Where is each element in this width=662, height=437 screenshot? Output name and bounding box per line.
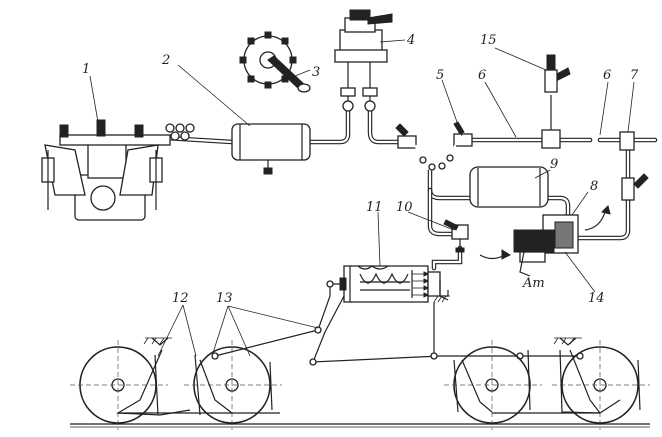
label-2: 2 xyxy=(161,53,170,68)
wheelset-right-2 xyxy=(552,340,650,430)
label-5: 5 xyxy=(436,68,444,83)
label-10: 10 xyxy=(396,200,413,215)
coupling-hose xyxy=(395,121,473,172)
end-valve xyxy=(619,131,649,201)
main-reservoir xyxy=(231,123,311,175)
label-6b: 6 xyxy=(603,68,611,83)
label-12: 12 xyxy=(172,291,189,306)
label-13: 13 xyxy=(216,291,233,306)
emergency-valve xyxy=(541,54,571,149)
wheelset-right-1 xyxy=(444,340,542,430)
brake-shoes xyxy=(115,337,641,416)
main-pipeline xyxy=(147,107,658,271)
label-9: 9 xyxy=(550,157,558,172)
auxiliary-reservoir xyxy=(469,166,549,208)
label-8: 8 xyxy=(590,179,598,194)
brake-cylinder xyxy=(339,265,441,303)
rail xyxy=(70,423,650,428)
driver-valve-handle xyxy=(239,31,311,93)
wheelset-left-2 xyxy=(184,340,282,430)
disconnect-valve xyxy=(443,219,469,253)
label-11: 11 xyxy=(366,200,383,215)
label-15: 15 xyxy=(480,33,497,48)
wheelset-left-1 xyxy=(70,340,168,430)
label-1: 1 xyxy=(82,62,90,77)
compressor xyxy=(41,119,195,221)
air-distributor xyxy=(479,205,611,277)
label-3: 3 xyxy=(312,65,320,80)
label-atm: Am xyxy=(522,276,545,291)
drivers-valve xyxy=(334,9,393,112)
label-14: 14 xyxy=(588,291,605,306)
label-6a: 6 xyxy=(478,68,486,83)
leader-lines xyxy=(89,39,635,357)
labels: 1 2 3 4 5 6 6 7 8 9 10 11 12 13 14 15 Am xyxy=(82,33,639,306)
label-4: 4 xyxy=(406,33,415,48)
label-7: 7 xyxy=(630,68,639,83)
